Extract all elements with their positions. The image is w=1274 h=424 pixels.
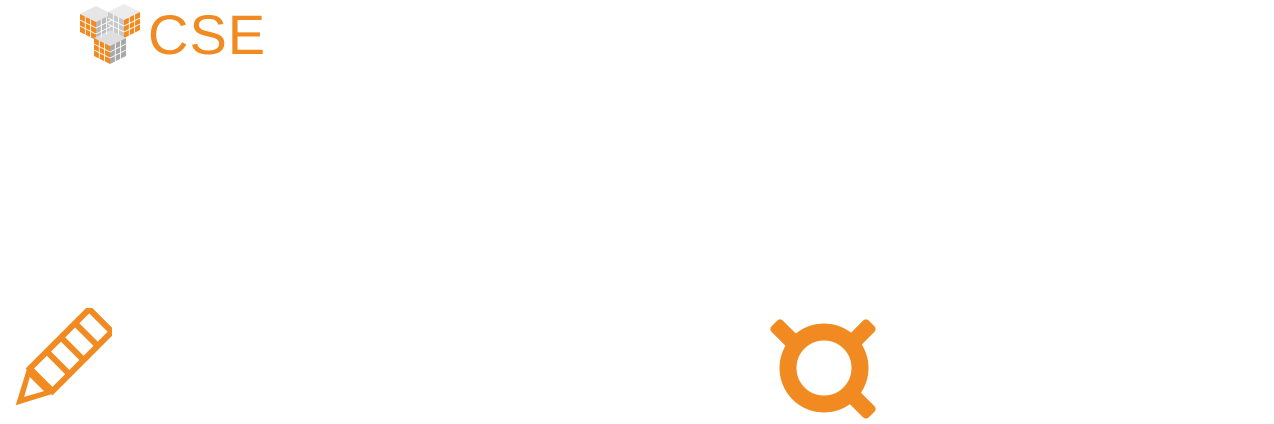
currency-icon — [770, 319, 876, 419]
brand-logo[interactable]: CSE — [76, 0, 266, 66]
pencil-icon — [15, 308, 112, 406]
stacked-cubes-logo-icon — [79, 4, 141, 64]
brand-name: CSE — [148, 3, 267, 66]
